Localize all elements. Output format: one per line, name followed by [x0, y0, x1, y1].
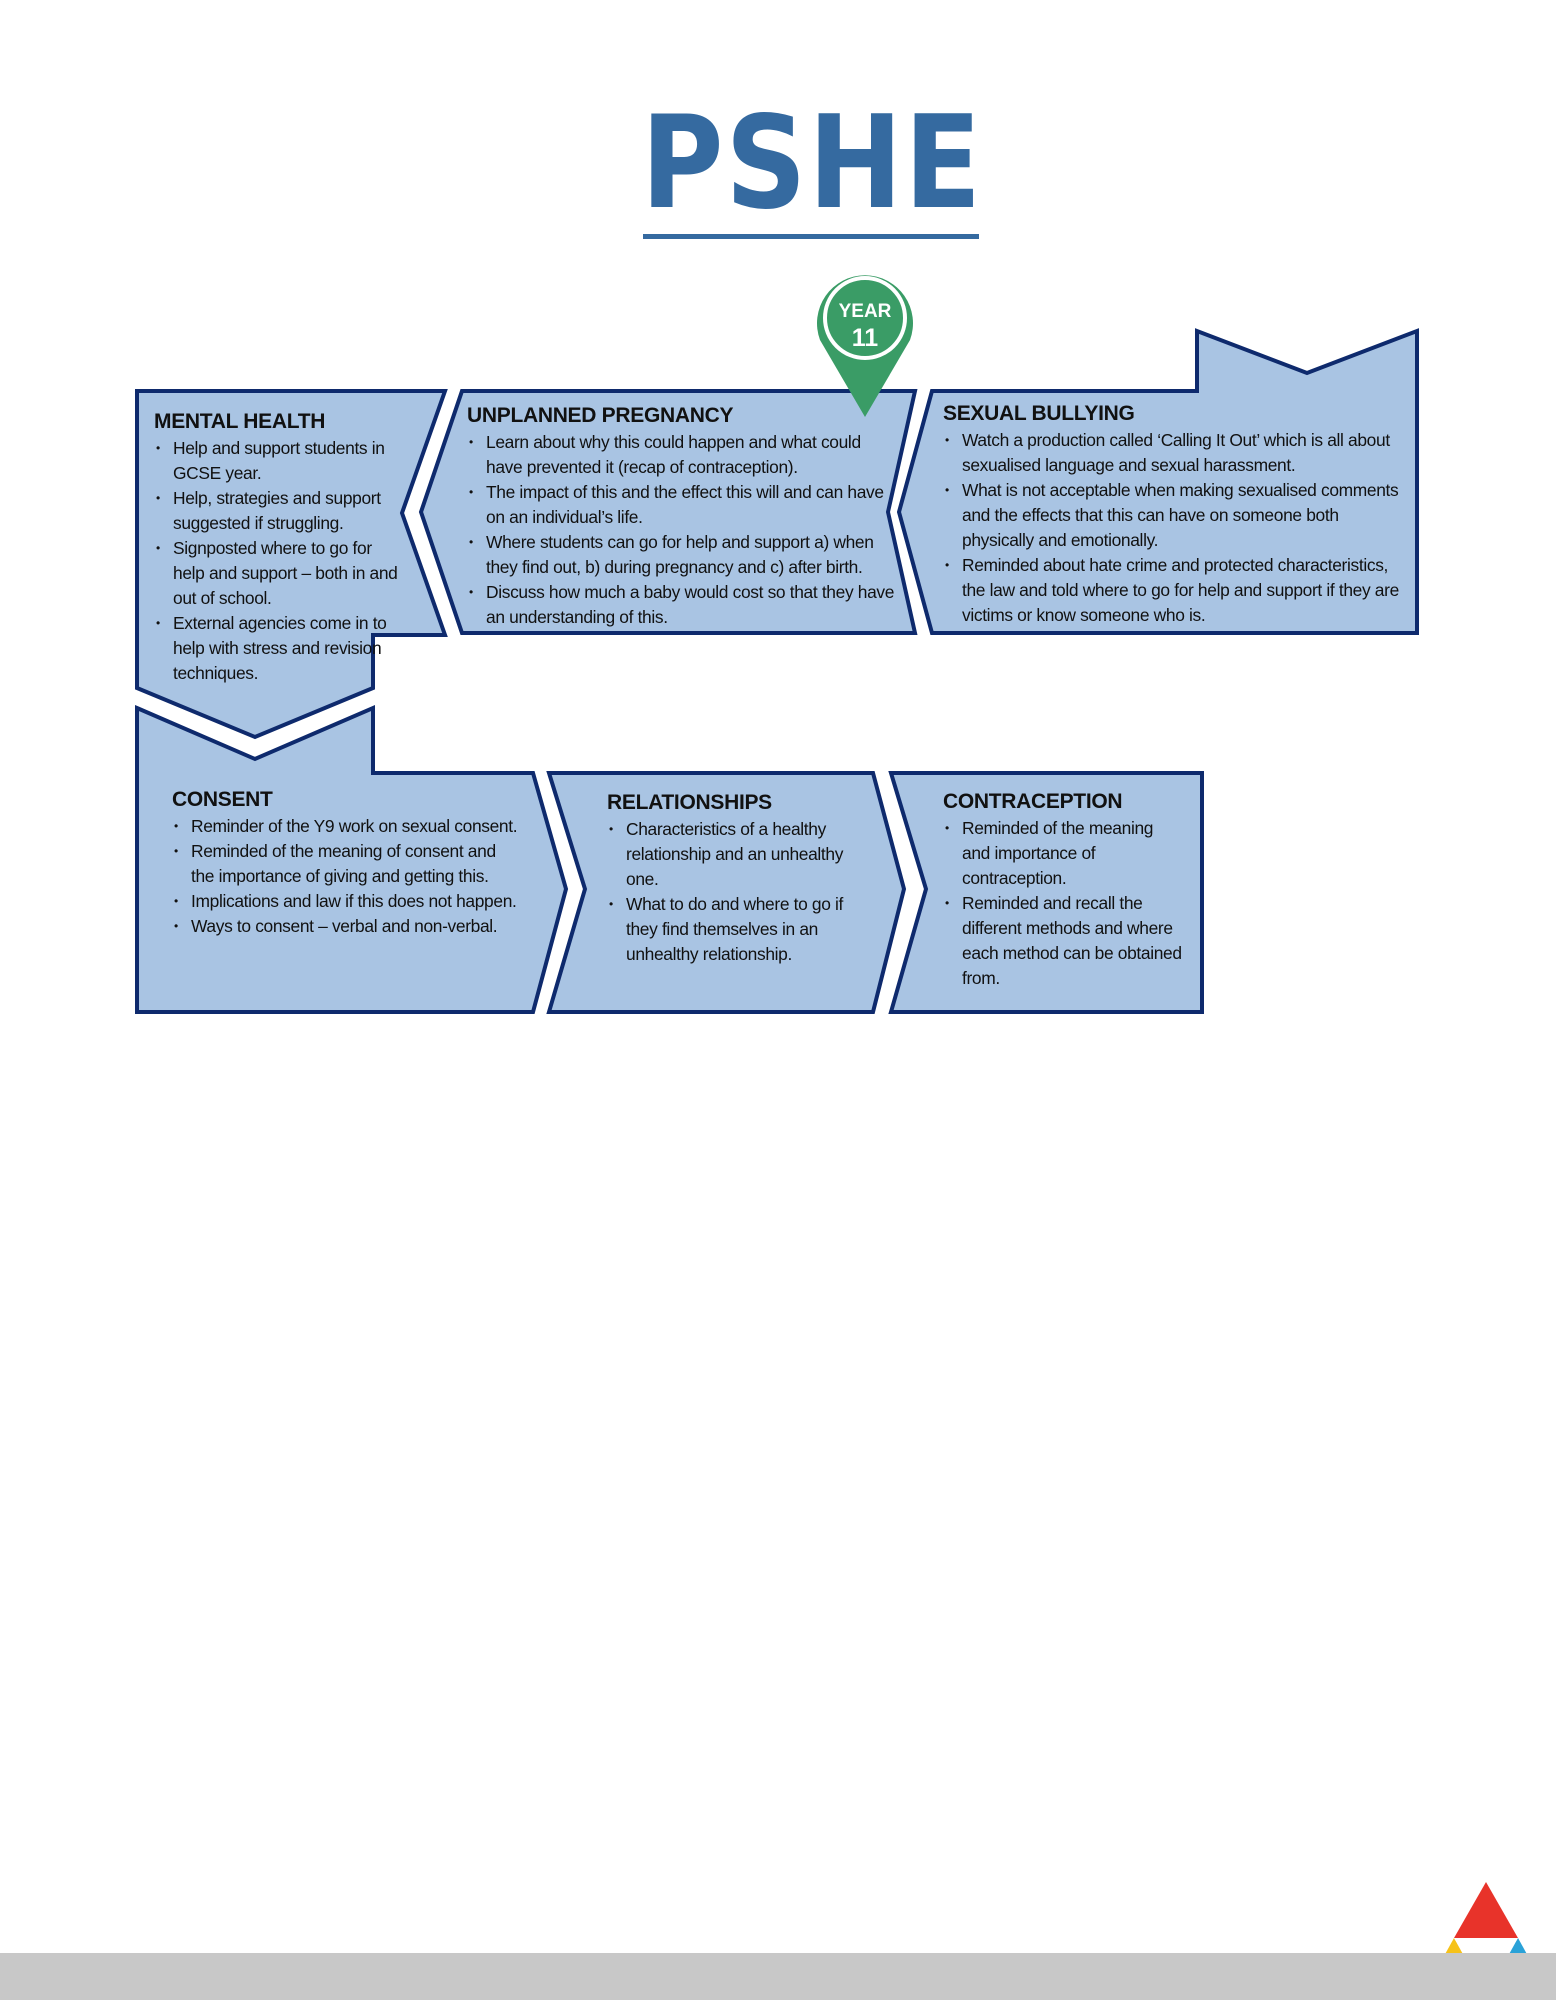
mental-health-section: MENTAL HEALTH Help and support students … [154, 410, 404, 686]
list-item: Discuss how much a baby would cost so th… [467, 580, 895, 630]
sexual-bullying-title: SEXUAL BULLYING [943, 402, 1135, 425]
year-pin-icon: YEAR 11 [817, 275, 913, 417]
list-item: Reminder of the Y9 work on sexual consen… [172, 814, 520, 839]
list-item: Reminded of the meaning and importance o… [943, 816, 1183, 891]
title-underline [643, 234, 979, 239]
list-item: Signposted where to go for help and supp… [154, 536, 404, 611]
list-item: Learn about why this could happen and wh… [467, 430, 895, 480]
list-item: Reminded about hate crime and protected … [943, 553, 1405, 628]
list-item: What is not acceptable when making sexua… [943, 478, 1405, 553]
footer-bar [0, 1953, 1556, 2000]
list-item: The impact of this and the effect this w… [467, 480, 895, 530]
list-item: Reminded of the meaning of consent and t… [172, 839, 520, 889]
relationships-title: RELATIONSHIPS [607, 791, 772, 814]
sexual-bullying-section: SEXUAL BULLYING Watch a production calle… [943, 402, 1405, 628]
list-item: Implications and law if this does not ha… [172, 889, 520, 914]
list-item: Help and support students in GCSE year. [154, 436, 404, 486]
list-item: Ways to consent – verbal and non-verbal. [172, 914, 520, 939]
unplanned-pregnancy-section: UNPLANNED PREGNANCY Learn about why this… [467, 404, 895, 630]
year-pin-number: 11 [852, 324, 879, 352]
contraception-section: CONTRACEPTION Reminded of the meaning an… [943, 790, 1183, 991]
consent-section: CONSENT Reminder of the Y9 work on sexua… [172, 788, 520, 939]
list-item: Watch a production called ‘Calling It Ou… [943, 428, 1405, 478]
list-item: Characteristics of a healthy relationshi… [607, 817, 857, 892]
relationships-section: RELATIONSHIPS Characteristics of a healt… [607, 791, 857, 967]
list-item: External agencies come in to help with s… [154, 611, 404, 686]
list-item: What to do and where to go if they find … [607, 892, 857, 967]
year-pin-label: YEAR [839, 301, 892, 322]
page-title: PSHE [641, 89, 983, 238]
list-item: Where students can go for help and suppo… [467, 530, 895, 580]
unplanned-pregnancy-title: UNPLANNED PREGNANCY [467, 404, 734, 427]
consent-title: CONSENT [172, 788, 273, 811]
list-item: Help, strategies and support suggested i… [154, 486, 404, 536]
mental-health-title: MENTAL HEALTH [154, 410, 326, 433]
list-item: Reminded and recall the different method… [943, 891, 1183, 991]
contraception-title: CONTRACEPTION [943, 790, 1123, 813]
